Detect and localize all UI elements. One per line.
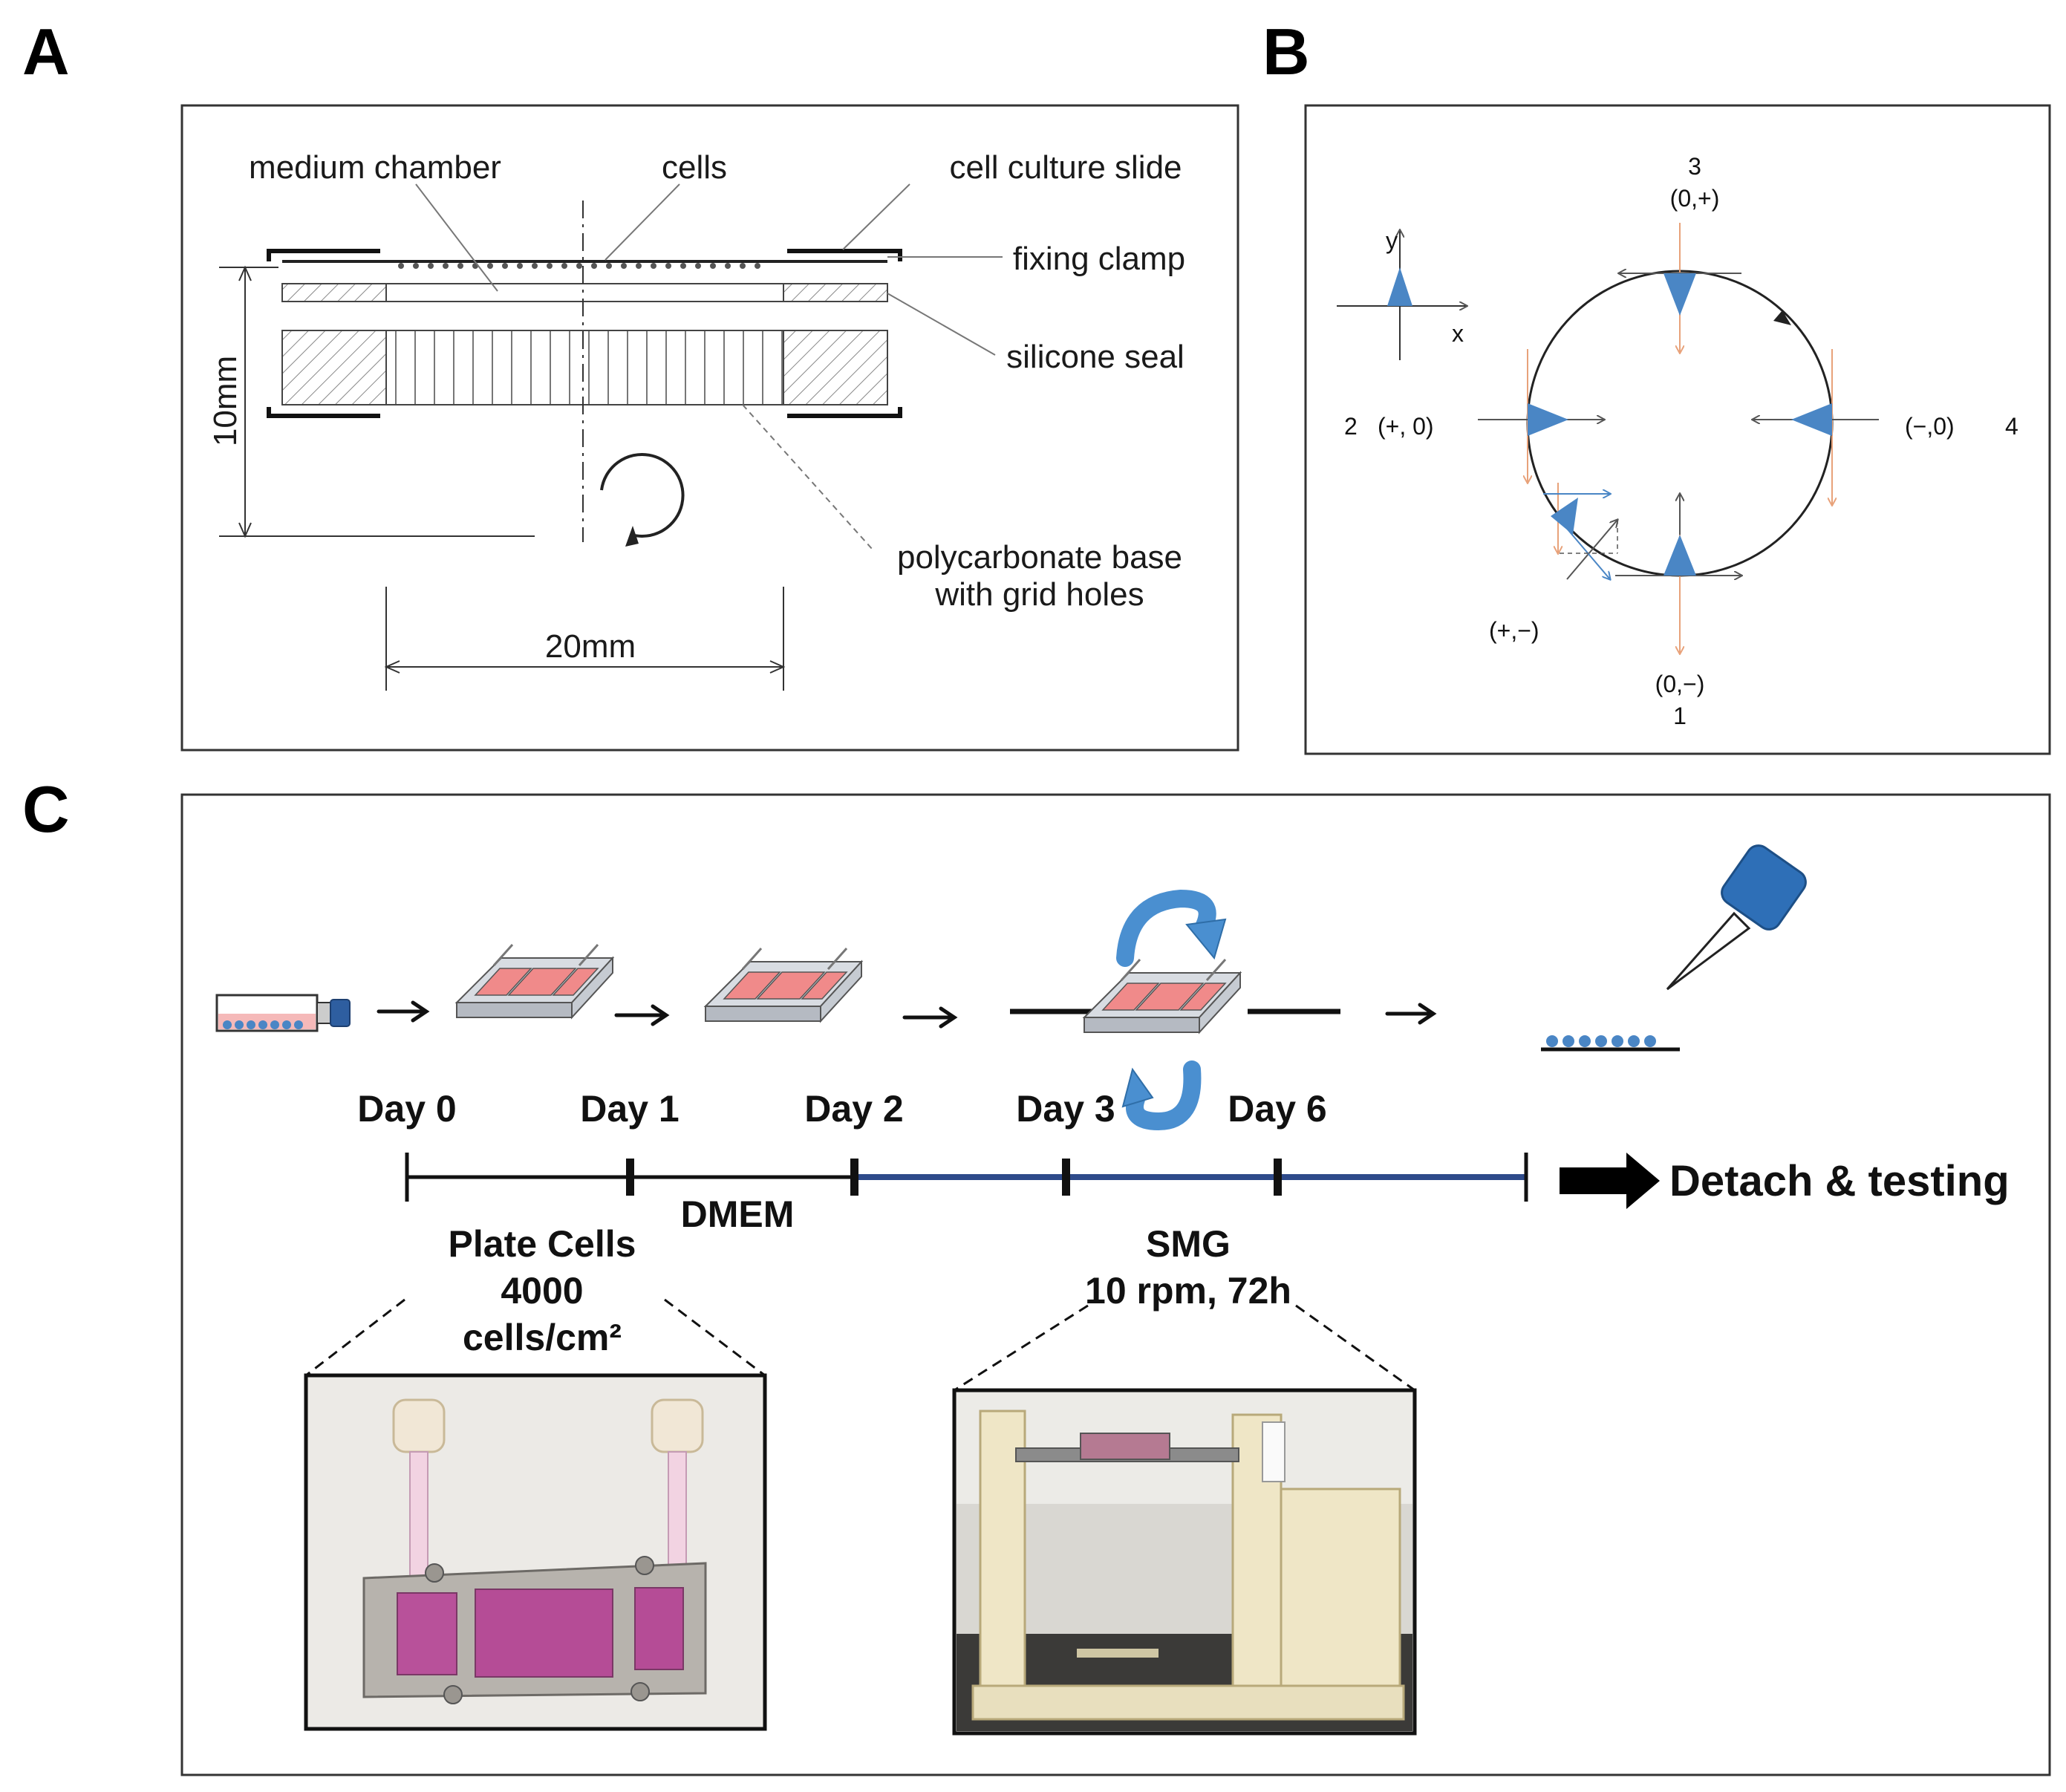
position-4-number: 4	[2005, 413, 2018, 440]
position-4-triangle-icon	[1791, 403, 1832, 436]
silicone-seal-left	[281, 283, 387, 302]
detached-cells-icon	[1541, 1035, 1680, 1052]
height-label: 10mm	[207, 356, 244, 446]
position-3-number: 3	[1688, 153, 1701, 180]
position-diagonal-coord: (+,−)	[1489, 617, 1539, 644]
smg-label-line1: SMG	[1146, 1223, 1231, 1265]
panel-b-letter: B	[1262, 15, 1310, 88]
dmem-label: DMEM	[681, 1193, 795, 1235]
timeline	[405, 1153, 1528, 1202]
cell-culture-slide-label: cell culture slide	[949, 149, 1182, 186]
medium-chamber-label: medium chamber	[249, 149, 501, 186]
axis-x-label: x	[1452, 320, 1464, 347]
position-diagonal-triangle-icon	[1551, 498, 1578, 535]
day-labels: Day 0 Day 1 Day 2 Day 3 Day 6	[357, 1088, 1326, 1130]
silicone-seal-right	[783, 283, 888, 302]
plate-cells-line3: cells/cm²	[463, 1317, 622, 1358]
chamber-slide-day0-icon	[454, 944, 615, 1020]
position-3-triangle-icon	[1663, 273, 1696, 316]
panel-c: C	[22, 772, 2051, 1776]
polycarbonate-base-label-line2: with grid holes	[934, 576, 1144, 613]
width-label: 20mm	[545, 628, 636, 665]
day-1-label: Day 1	[580, 1088, 679, 1130]
cells-shape	[398, 263, 760, 269]
smg-device-photo	[952, 1388, 1417, 1736]
smg-rotation-icon	[1010, 889, 1340, 1131]
panel-c-letter: C	[22, 772, 70, 846]
panel-a-frame	[180, 104, 1239, 752]
position-4-coord: (−,0)	[1905, 413, 1955, 440]
detach-testing-label: Detach & testing	[1669, 1157, 2010, 1205]
base-right	[783, 330, 888, 405]
position-2	[1478, 349, 1604, 483]
position-3-coord: (0,+)	[1670, 185, 1720, 212]
culture-flask-icon	[215, 994, 351, 1032]
position-2-coord: (+, 0)	[1378, 413, 1434, 440]
leader-lines	[415, 183, 1003, 550]
base-left	[281, 330, 387, 405]
step-arrows	[377, 1000, 1437, 1029]
position-1-coord: (0,−)	[1655, 671, 1705, 697]
height-dimension	[219, 265, 535, 538]
position-2-number: 2	[1344, 413, 1358, 440]
position-diagonal	[1543, 483, 1617, 579]
position-4	[1753, 349, 1879, 505]
panel-a: A	[22, 15, 1239, 752]
smg-label-line2: 10 rpm, 72h	[1085, 1270, 1291, 1312]
silicone-seal-label: silicone seal	[1006, 339, 1184, 375]
chamber-slide-photo	[304, 1373, 767, 1731]
panel-c-frame	[180, 793, 2051, 1776]
medium-chamber-shape	[385, 283, 784, 302]
reference-triangle-icon	[1387, 267, 1412, 306]
detach-arrow-icon	[1560, 1153, 1660, 1209]
panel-b: B y x	[1262, 15, 2051, 755]
position-1-number: 1	[1673, 703, 1687, 729]
rotation-arrow-icon	[600, 452, 685, 538]
position-1-triangle-icon	[1663, 535, 1696, 576]
panel-b-frame	[1304, 104, 2051, 755]
zoom-lines	[305, 1298, 1415, 1392]
plate-cells-line2: 4000	[501, 1270, 583, 1312]
position-2-triangle-icon	[1528, 403, 1568, 436]
panel-a-letter: A	[22, 15, 70, 88]
chamber-slide-day1-icon	[703, 948, 864, 1023]
day-2-label: Day 2	[804, 1088, 903, 1130]
fixing-clamp-shape	[267, 249, 902, 418]
cells-label: cells	[662, 149, 727, 186]
position-3	[1619, 223, 1741, 353]
base-grid-holes	[385, 330, 784, 405]
day-6-label: Day 6	[1228, 1088, 1326, 1130]
fixing-clamp-label: fixing clamp	[1013, 241, 1185, 277]
axis-y-label: y	[1386, 227, 1398, 254]
rotation-arrowhead-icon	[625, 526, 639, 547]
polycarbonate-base-label-line1: polycarbonate base	[897, 539, 1182, 576]
circle-direction-arrow-icon	[1773, 310, 1791, 325]
day-0-label: Day 0	[357, 1088, 456, 1130]
width-dimension	[384, 587, 786, 691]
day-3-label: Day 3	[1016, 1088, 1115, 1130]
pipette-tip-icon	[1666, 844, 1807, 991]
plate-cells-line1: Plate Cells	[449, 1223, 636, 1265]
position-1	[1615, 494, 1741, 654]
